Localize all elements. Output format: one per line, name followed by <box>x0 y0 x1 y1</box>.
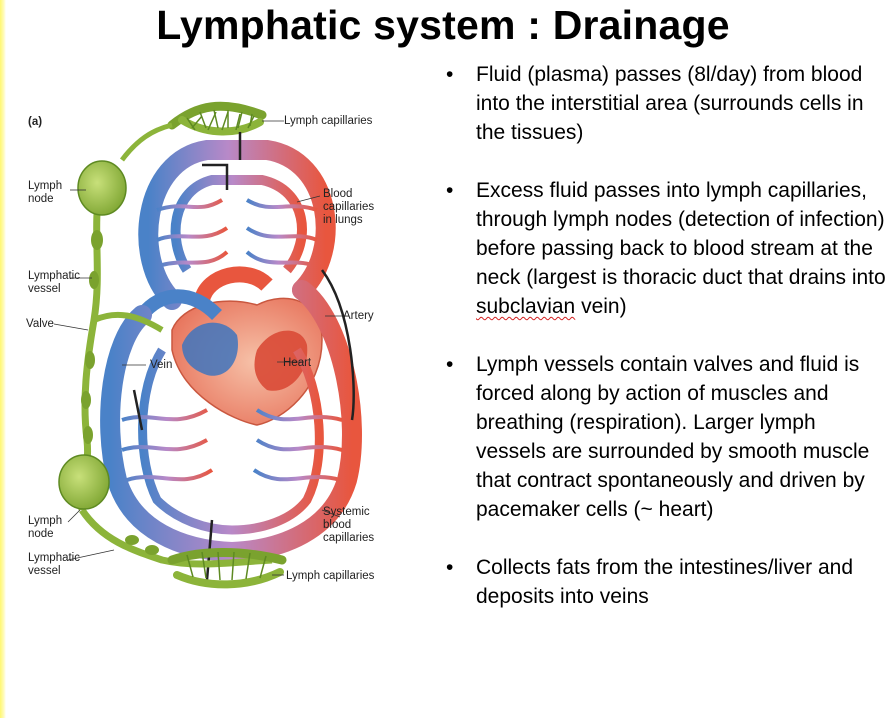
bullet-dot-icon: • <box>446 63 454 86</box>
label-lymph-capillaries-top: Lymph capillaries <box>284 115 373 127</box>
lymph-capillaries-bottom <box>167 548 287 589</box>
slide-left-edge <box>0 0 6 718</box>
bullet-dot-icon: • <box>446 556 454 579</box>
bullet-text: Lymph vessels contain valves and fluid i… <box>476 353 870 521</box>
lung-capillary-loop <box>138 132 336 310</box>
bullet-dot-icon: • <box>446 179 454 202</box>
label-artery: Artery <box>343 310 374 322</box>
circulation-diagram-svg <box>53 101 362 589</box>
bullet-item: • Excess fluid passes into lymph capilla… <box>436 176 886 321</box>
bullet-item: • Fluid (plasma) passes (8l/day) from bl… <box>436 60 886 147</box>
lymph-node-bottom <box>58 454 110 510</box>
label-leader-lines <box>53 120 342 576</box>
label-lymph-capillaries-bottom: Lymph capillaries <box>286 570 375 582</box>
lymph-node-top <box>77 160 127 216</box>
label-vein: Vein <box>150 359 173 371</box>
label-heart: Heart <box>283 357 312 369</box>
label-valve: Valve <box>26 318 54 330</box>
spellcheck-marked-word: subclavian <box>476 295 576 318</box>
slide-title: Lymphatic system : Drainage <box>156 2 730 48</box>
bullet-item: • Lymph vessels contain valves and fluid… <box>436 350 886 524</box>
bullet-item: • Collects fats from the intestines/live… <box>436 553 886 611</box>
panel-letter: (a) <box>28 116 43 128</box>
bullet-dot-icon: • <box>446 353 454 376</box>
bullet-list: • Fluid (plasma) passes (8l/day) from bl… <box>436 60 886 611</box>
lymph-capillaries-top <box>120 101 267 162</box>
bullet-text: Collects fats from the intestines/liver … <box>476 556 853 608</box>
bullet-text: Excess fluid passes into lymph capillari… <box>476 179 886 318</box>
bullet-text: Fluid (plasma) passes (8l/day) from bloo… <box>476 63 864 144</box>
